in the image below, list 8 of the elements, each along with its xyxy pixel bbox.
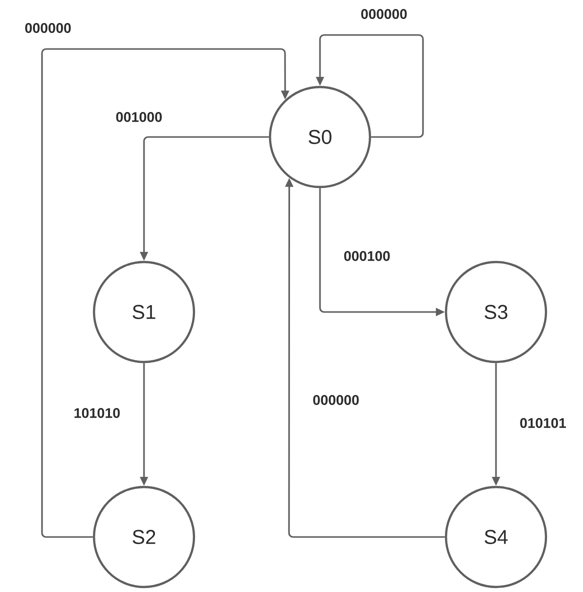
edge-label: 000000: [24, 22, 72, 34]
edge-label: 010101: [518, 417, 568, 429]
edge-label: 000000: [312, 394, 360, 406]
edge-label: 001000: [114, 111, 164, 123]
edge-label: 000000: [360, 8, 408, 20]
edge-label: 000100: [342, 250, 392, 262]
arrow: [41, 48, 290, 538]
edge-label: 101010: [72, 407, 122, 419]
